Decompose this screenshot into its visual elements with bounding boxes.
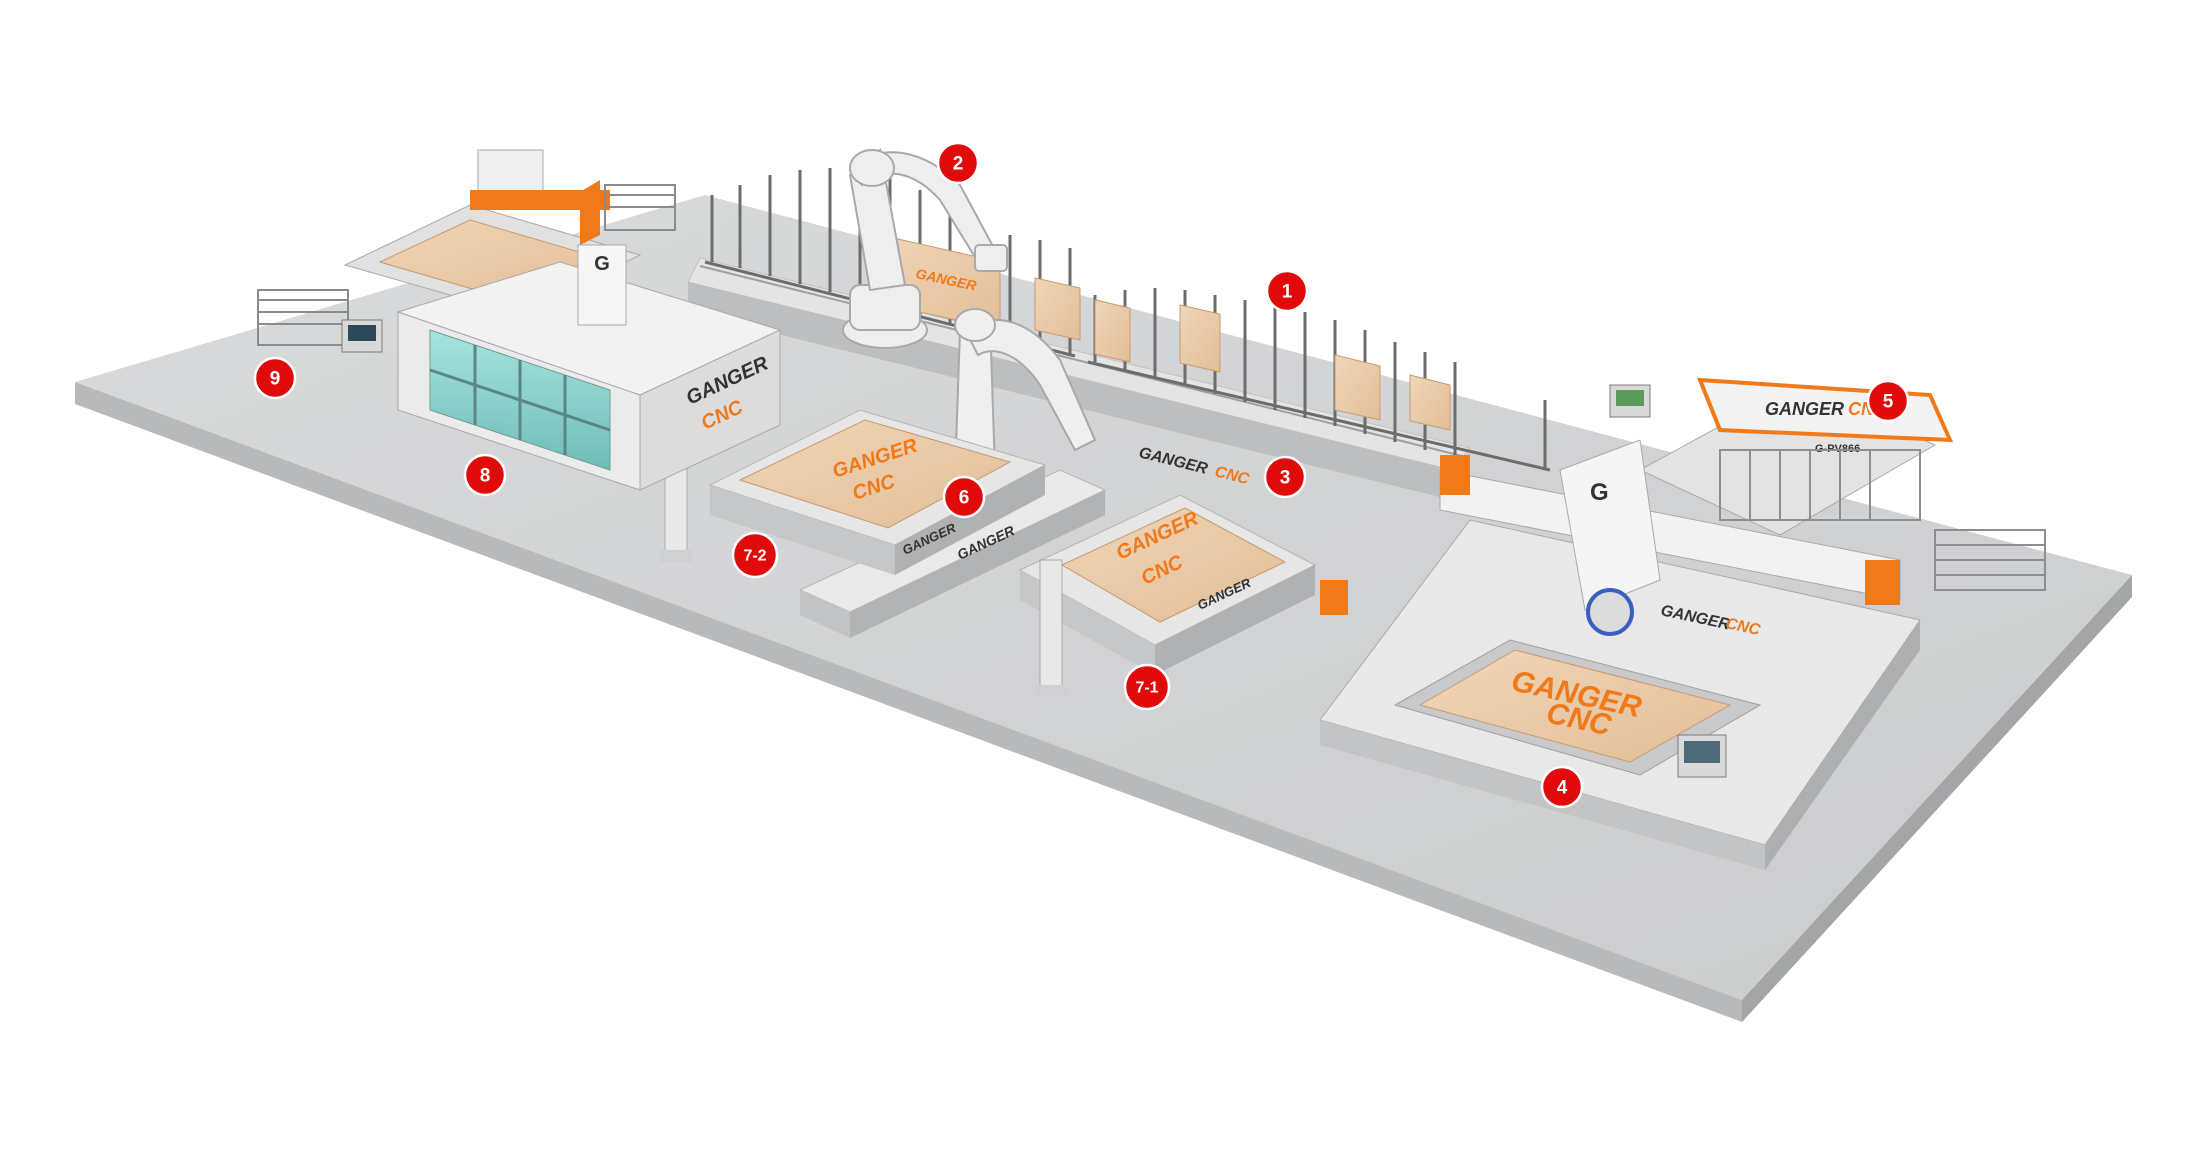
roller-conveyor [257,184,676,346]
svg-text:G: G [1590,479,1609,506]
marker-6: 6 [942,475,986,519]
control-panel-icon [1609,384,1651,418]
svg-text:9: 9 [270,369,281,390]
marker-3: 3 [1263,455,1307,499]
svg-text:CNC: CNC [1724,615,1762,639]
svg-text:5: 5 [1883,392,1894,413]
svg-text:GANGER: GANGER [1765,399,1844,419]
work-table-7-2: GANGER CNC GANGER [708,409,1047,575]
work-table-7-1: GANGER CNC GANGER [1018,494,1317,675]
control-panel-icon [341,319,383,353]
marker-4: 4 [1540,765,1584,809]
svg-text:8: 8 [480,466,491,487]
control-panel-icon [1677,734,1727,778]
marker-7-1: 7-1 [1123,663,1171,711]
glass-panels [429,329,611,471]
svg-text:6: 6 [959,488,970,509]
svg-text:7-2: 7-2 [743,548,766,565]
marker-7-2: 7-2 [731,531,779,579]
svg-text:2: 2 [953,154,964,175]
svg-text:3: 3 [1280,468,1291,489]
marker-9: 9 [253,356,297,400]
conveyor-icon [1719,449,2046,591]
svg-text:4: 4 [1557,778,1568,799]
svg-text:7-1: 7-1 [1135,680,1158,697]
marker-2: 2 [936,141,980,185]
signal-tower-right [1035,559,1067,697]
robot-arm-icon [842,148,1008,349]
robot-arm-upper [842,148,1008,349]
enclosed-machine-8: GANGER CNC G [396,244,782,491]
marker-5: 5 [1866,379,1910,423]
marker-1: 1 [1265,269,1309,313]
svg-text:1: 1 [1282,282,1293,303]
svg-text:G: G [594,253,610,275]
marker-8: 8 [463,453,507,497]
